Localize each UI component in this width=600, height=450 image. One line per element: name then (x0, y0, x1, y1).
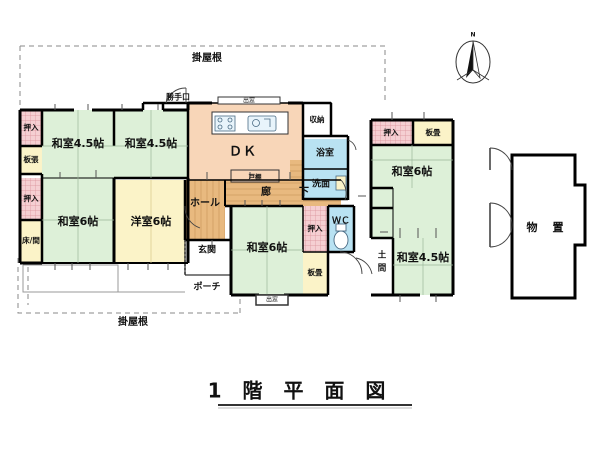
floor-itadatami-right (413, 120, 453, 145)
label-washitsu-45-top-mid: 和室4.5帖 (125, 136, 178, 150)
window-ticks (54, 104, 437, 302)
floor-itabari (20, 146, 42, 174)
stove-icon (214, 115, 236, 132)
label-oshiire-top-left: 押入 (24, 122, 39, 132)
veranda-outline (22, 264, 232, 293)
roof-label-top: 掛屋根 (192, 51, 222, 64)
compass-north-label: N (470, 32, 475, 39)
hatch-oshiire-top-left (20, 110, 42, 146)
bay-window-kitchen-label: 出窓 (243, 97, 255, 105)
tatami-joints (42, 110, 453, 295)
floor-itadatami-center (303, 252, 328, 295)
label-wc: ＷＣ (332, 216, 350, 227)
floor-porch (185, 275, 230, 301)
label-genkan: 玄関 (198, 244, 216, 256)
shed-outline (510, 153, 587, 300)
bay-window-south (255, 294, 289, 306)
label-washitsu-6-left: 和室6帖 (58, 214, 99, 228)
compass-rose: N (455, 32, 491, 84)
floor-genkan (185, 240, 230, 275)
floor-hall (185, 180, 225, 240)
label-doma-a: 土 (378, 250, 387, 261)
washbasin-fixture (335, 175, 347, 191)
label-washbasin: 洗面 (312, 178, 330, 190)
roof-outline-top (19, 45, 386, 110)
label-doma-b: 間 (378, 264, 387, 274)
label-oshiire-mid-left: 押入 (24, 193, 39, 203)
label-storage-nook: 収納 (310, 114, 325, 124)
label-washitsu-6-center: 和室6帖 (247, 240, 288, 254)
label-corridor-a: 廊 (261, 185, 271, 198)
label-oshiire-right: 押入 (384, 127, 399, 137)
label-hall: ホール (190, 197, 220, 209)
floor-tokonoma (20, 220, 42, 263)
label-yoshitsu-6: 洋室6帖 (131, 214, 172, 228)
roof-label-bottom: 掛屋根 (118, 315, 148, 328)
sink-icon (247, 115, 277, 132)
floor-oshiire-right (371, 120, 413, 145)
cupboard-shape (230, 169, 280, 183)
wall-layer (18, 101, 455, 297)
label-washitsu-6-right: 和室6帖 (392, 164, 433, 178)
label-tokonoma: 床/間 (22, 235, 40, 245)
bay-window-kitchen (217, 96, 281, 105)
roof-outline-bottom (17, 258, 241, 314)
label-back-door: 勝手口 (166, 92, 190, 102)
label-corridor-b: 下 (299, 186, 309, 198)
floor-doma (371, 238, 393, 295)
label-bath: 浴室 (316, 147, 334, 159)
label-washitsu-45-top-left: 和室4.5帖 (52, 136, 105, 150)
toilet-icon (333, 223, 349, 250)
door-swings (165, 87, 513, 275)
bay-window-south-label: 出窓 (266, 296, 278, 304)
label-itabari: 板張 (24, 154, 39, 164)
label-itadatami-right: 板畳 (426, 127, 441, 137)
floor-washitsu-6-right-lower (371, 188, 453, 238)
label-oshiire-center: 押入 (308, 223, 323, 233)
floor-oshiire-center (303, 206, 328, 252)
label-itadatami-center: 板畳 (308, 267, 323, 277)
label-cupboard: 戸棚 (249, 172, 263, 181)
label-porch: ポーチ (193, 281, 220, 293)
label-washitsu-45-right: 和室4.5帖 (397, 250, 450, 264)
label-dk: ＤＫ (229, 145, 257, 160)
hatch-oshiire-mid-left (20, 178, 42, 220)
floor-bath (303, 139, 348, 169)
label-shed: 物 置 (527, 220, 566, 234)
page-title: 1 階 平 面 図 (208, 379, 393, 403)
